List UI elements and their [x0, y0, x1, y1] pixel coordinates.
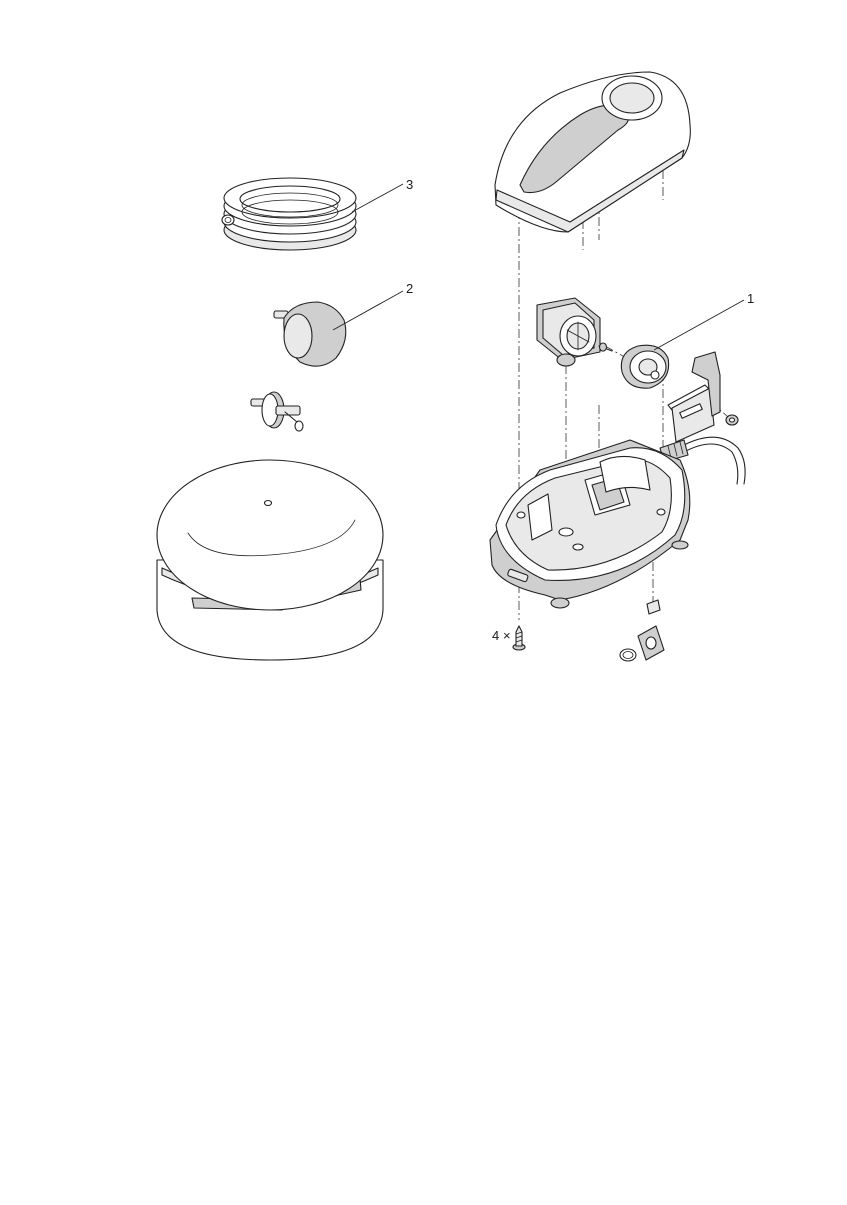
decorative-cover — [156, 459, 384, 661]
air-stone — [273, 301, 347, 367]
check-valve — [250, 391, 304, 432]
callout-4-times: × — [503, 628, 511, 643]
air-hose-coil — [221, 177, 357, 251]
housing-screw — [512, 625, 526, 651]
callout-3-label: 3 — [406, 177, 413, 192]
callout-1-leader — [653, 299, 745, 351]
pump-insert — [620, 344, 670, 389]
callout-3-leader — [351, 183, 404, 213]
callout-4-count: 4 — [492, 628, 499, 643]
cable-clip — [619, 599, 665, 662]
valve-holder — [536, 297, 601, 367]
top-housing — [494, 71, 691, 233]
nut — [725, 414, 739, 426]
base-housing — [489, 439, 691, 609]
mounting-bracket — [667, 351, 721, 443]
callout-1-label: 1 — [747, 291, 754, 306]
small-screw — [598, 342, 613, 352]
callout-2-label: 2 — [406, 281, 413, 296]
callout-2-leader — [332, 290, 404, 331]
